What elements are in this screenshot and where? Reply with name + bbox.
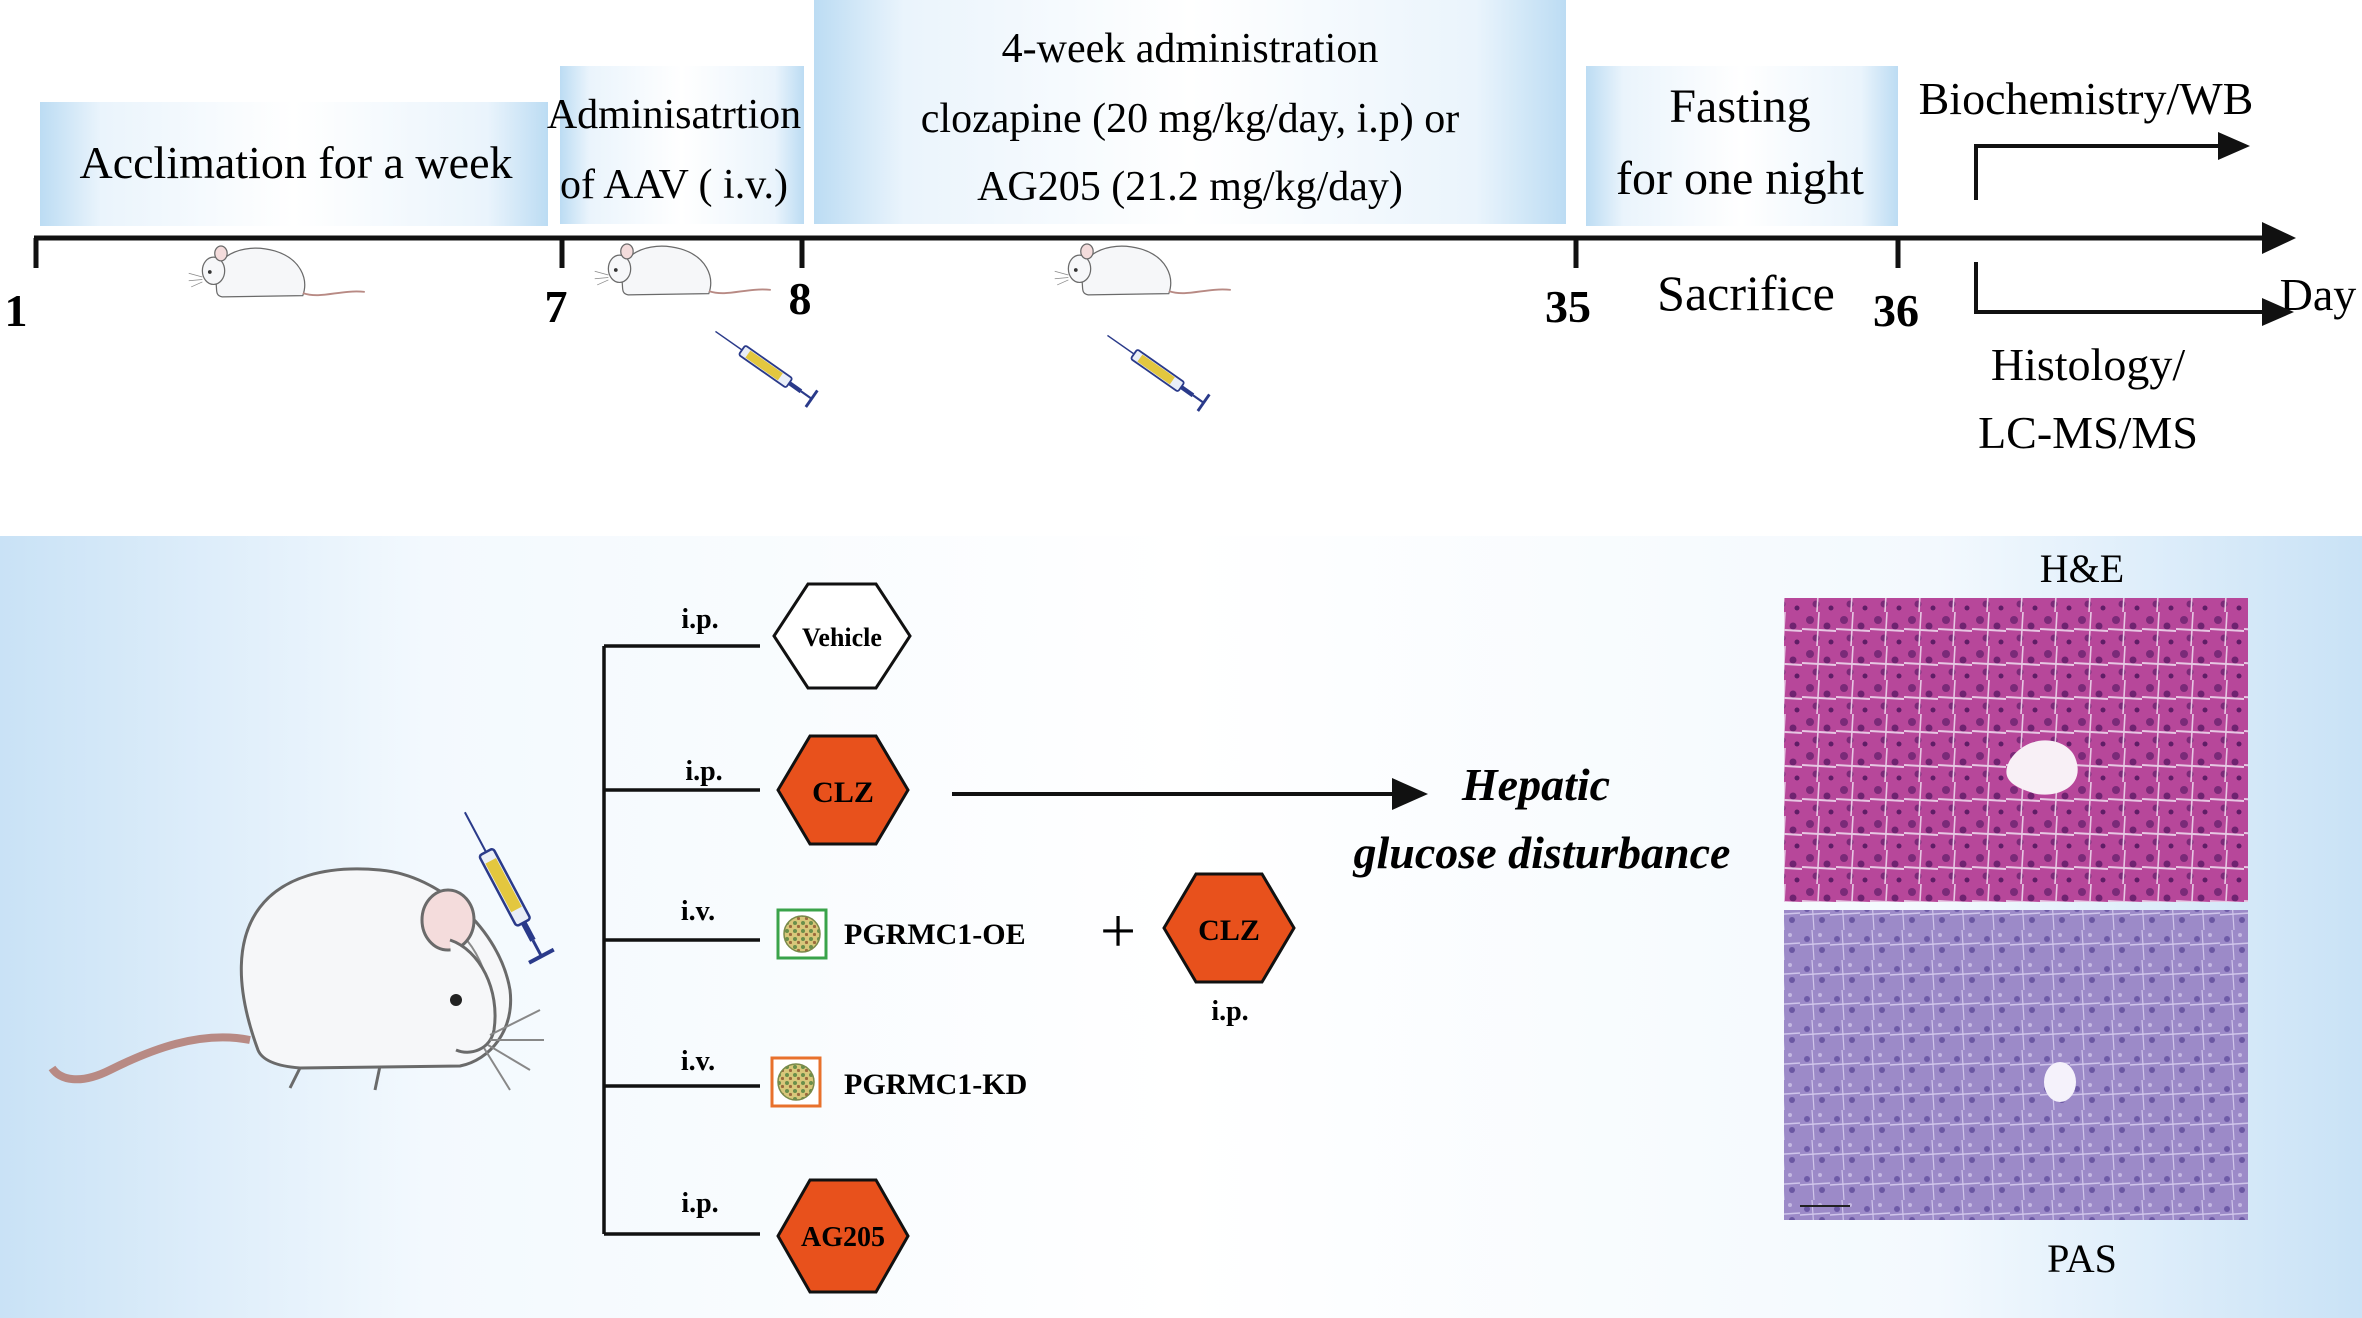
- rat-icon: [1053, 243, 1232, 296]
- pas-histology-image: [1784, 910, 2248, 1220]
- syringe-icon: [708, 321, 819, 409]
- tick-label-1: 1: [5, 285, 28, 336]
- route-label-clz: i.p.: [685, 756, 722, 787]
- phase-box-administration: [814, 0, 1566, 224]
- phase-aav-label-line2: of AAV ( i.v.): [560, 162, 788, 208]
- phase-acclimation-label: Acclimation for a week: [80, 137, 513, 188]
- kd-label: PGRMC1-KD: [844, 1068, 1027, 1101]
- phase-admin-label-line2: clozapine (20 mg/kg/day, i.p) or: [921, 96, 1459, 142]
- sacrifice-label: Sacrifice: [1657, 265, 1835, 321]
- oe-label: PGRMC1-OE: [844, 918, 1026, 951]
- outcome-arrows: [1974, 132, 2294, 326]
- tick-label-7: 7: [545, 281, 568, 332]
- group-branch-tree: [602, 644, 760, 1236]
- phase-box-aav: [560, 66, 804, 224]
- big-rat-icon: [48, 867, 544, 1091]
- rat-icon: [187, 245, 366, 298]
- phase-box-acclimation: [40, 102, 548, 226]
- tick-label-8: 8: [789, 273, 812, 324]
- route-label-vehicle: i.p.: [681, 604, 718, 635]
- plus-icon: +: [1100, 895, 1136, 966]
- aav-particle-icon: [783, 915, 821, 953]
- syringe-icon: [1100, 325, 1211, 413]
- outcome-bottom-label-line2: LC-MS/MS: [1978, 407, 2198, 458]
- result-arrow-head: [1392, 778, 1428, 810]
- phase-box-fasting: [1586, 66, 1898, 226]
- result-label-line2: glucose disturbance: [1353, 827, 1731, 878]
- outcome-bottom-label-line1: Histology/: [1991, 339, 2185, 390]
- he-histology-image: [1784, 598, 2248, 902]
- result-label-line1: Hepatic: [1461, 759, 1610, 810]
- tick-label-35: 35: [1545, 281, 1591, 332]
- pas-stain-label: PAS: [2047, 1236, 2117, 1281]
- oe-clz-label: CLZ: [1198, 914, 1260, 947]
- pas-vessel-lumen: [2044, 1062, 2076, 1102]
- he-vessel-lumen: [2006, 740, 2078, 795]
- he-stain-label: H&E: [2040, 546, 2124, 591]
- vehicle-label: Vehicle: [802, 623, 882, 652]
- route-label-kd: i.v.: [681, 1046, 715, 1077]
- oe-clz-hexagon: [1162, 872, 1296, 984]
- oe-clz-route-label: i.p.: [1211, 996, 1248, 1027]
- outcome-arrow-bottom-head: [2262, 298, 2294, 326]
- timeline: Acclimation for a week Adminisatrtion of…: [5, 0, 2356, 458]
- phase-fasting-label-line1: Fasting: [1669, 80, 1810, 133]
- rat-icon: [593, 243, 772, 296]
- phase-admin-label-line3: AG205 (21.2 mg/kg/day): [977, 164, 1403, 210]
- phase-admin-label-line1: 4-week administration: [1002, 26, 1379, 72]
- route-label-ag205: i.p.: [681, 1188, 718, 1219]
- vehicle-hexagon: [772, 582, 912, 690]
- route-label-oe: i.v.: [681, 896, 715, 927]
- timeline-axis-arrowhead: [2262, 222, 2296, 254]
- outcome-arrow-bottom: [1974, 262, 2268, 314]
- tick-label-36: 36: [1873, 285, 1919, 336]
- ag205-label: AG205: [801, 1222, 885, 1253]
- outcome-top-label: Biochemistry/WB: [1919, 73, 2254, 124]
- outcome-arrow-top: [1974, 144, 2224, 200]
- clz-label: CLZ: [812, 776, 874, 809]
- outcome-arrow-top-head: [2218, 132, 2250, 160]
- phase-fasting-label-line2: for one night: [1616, 152, 1865, 205]
- clz-hexagon: [776, 734, 910, 846]
- ag205-hexagon: [776, 1178, 910, 1294]
- phase-aav-label-line1: Adminisatrtion: [547, 92, 801, 138]
- aav-particle-icon: [777, 1063, 815, 1101]
